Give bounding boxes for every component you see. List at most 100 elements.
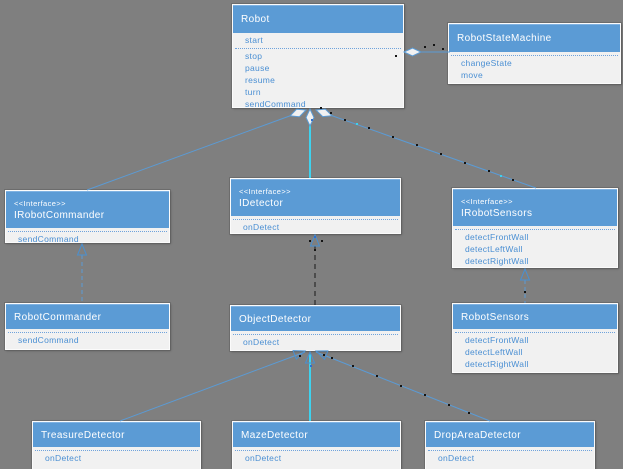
member-label: detectRightWall [465, 256, 529, 266]
class-mazedetector-body: onDetect [233, 447, 400, 464]
member-label: resume [245, 75, 276, 85]
connector-objectdetector-idetector[interactable] [309, 233, 323, 305]
methods-list: onDetect [231, 336, 400, 348]
member-label: onDetect [438, 453, 475, 463]
connector-treasuredetector-objectdetector[interactable] [119, 347, 307, 422]
class-idetector-header: <<Interface>> IDetector [231, 179, 400, 216]
methods-list: detectFrontWall detectLeftWall detectRight… [453, 231, 617, 267]
compartment-separator [235, 48, 401, 49]
class-title: TreasureDetector [41, 429, 125, 441]
class-treasuredetector[interactable]: TreasureDetector onDetect [32, 421, 201, 469]
member-label: detectFrontWall [465, 335, 529, 345]
member-label: onDetect [45, 453, 82, 463]
methods-list: onDetect [231, 221, 400, 233]
class-idetector[interactable]: <<Interface>> IDetector onDetect [230, 178, 401, 234]
class-robotcommander[interactable]: RobotCommander sendCommand [5, 303, 170, 350]
realization-arrow [519, 267, 531, 281]
class-objectdetector-header: ObjectDetector [231, 306, 400, 331]
member-label: sendCommand [18, 234, 79, 244]
member-label: turn [245, 87, 261, 97]
selection-handles [299, 354, 470, 414]
class-title: RobotSensors [461, 311, 530, 323]
class-title: RobotCommander [14, 311, 102, 323]
class-mazedetector[interactable]: MazeDetector onDetect [232, 421, 401, 469]
compartment-separator [233, 219, 398, 220]
compartment-separator [233, 334, 398, 335]
realization-arrow [76, 242, 88, 256]
member-label: move [461, 70, 483, 80]
class-objectdetector-body: onDetect [231, 331, 400, 348]
member-label: start [245, 35, 264, 45]
class-idetector-body: onDetect [231, 216, 400, 233]
member-label: sendCommand [18, 335, 79, 345]
member-label: stop [245, 51, 263, 61]
connector-robot-irobotsensors[interactable] [314, 106, 537, 189]
class-title: RobotStateMachine [457, 33, 552, 44]
methods-list: onDetect [426, 452, 594, 464]
member-label: changeState [461, 58, 513, 68]
connector-robot-idetector[interactable] [305, 107, 315, 178]
class-title: IDetector [239, 198, 284, 209]
aggregation-diamond [402, 47, 423, 57]
member-label: onDetect [245, 453, 282, 463]
class-treasuredetector-header: TreasureDetector [33, 422, 200, 447]
connector-robotcommander-irobotcommander[interactable] [76, 242, 88, 303]
class-dropareadetector-body: onDetect [426, 447, 594, 464]
class-title: IRobotSensors [461, 208, 533, 219]
class-treasuredetector-body: onDetect [33, 447, 200, 464]
class-irobotsensors-header: <<Interface>> IRobotSensors [453, 189, 617, 226]
methods-list: sendCommand [6, 334, 169, 346]
compartment-separator [8, 231, 167, 232]
class-robotstatemachine-body: changeState move [449, 52, 620, 81]
class-objectdetector[interactable]: ObjectDetector onDetect [230, 305, 401, 351]
compartment-separator [455, 332, 615, 333]
class-robotsensors-header: RobotSensors [453, 304, 617, 329]
methods-list: changeState move [449, 57, 620, 81]
methods-list: sendCommand [6, 233, 169, 245]
class-mazedetector-header: MazeDetector [233, 422, 400, 447]
member-label: detectLeftWall [465, 244, 523, 254]
generalization-arrow [304, 350, 316, 364]
class-title: ObjectDetector [239, 313, 312, 325]
class-title: IRobotCommander [14, 210, 105, 221]
member-label: detectFrontWall [465, 232, 529, 242]
compartment-separator [35, 450, 198, 451]
class-irobotsensors-body: detectFrontWall detectLeftWall detectRight… [453, 226, 617, 267]
selection-handles [320, 107, 514, 181]
class-title: Robot [241, 14, 270, 25]
member-label: onDetect [243, 337, 280, 347]
class-irobotcommander-body: sendCommand [6, 228, 169, 245]
attributes-list: start [233, 34, 403, 46]
connector-robotsensors-irobotsensors[interactable] [519, 267, 531, 303]
methods-list: onDetect [233, 452, 400, 464]
class-robotstatemachine[interactable]: RobotStateMachine changeState move [448, 23, 621, 84]
aggregation-diamond [305, 107, 315, 128]
compartment-separator [235, 450, 398, 451]
class-dropareadetector-header: DropAreaDetector [426, 422, 594, 447]
class-stereotype: <<Interface>> [239, 187, 291, 196]
class-irobotcommander-header: <<Interface>> IRobotCommander [6, 191, 169, 228]
compartment-separator [8, 332, 167, 333]
realization-arrow [309, 233, 321, 247]
member-label: sendCommand [245, 99, 306, 109]
class-dropareadetector[interactable]: DropAreaDetector onDetect [425, 421, 595, 469]
class-robot-header: Robot [233, 5, 403, 33]
methods-list: onDetect [33, 452, 200, 464]
member-label: onDetect [243, 222, 280, 232]
class-title: DropAreaDetector [434, 429, 521, 441]
class-robotcommander-header: RobotCommander [6, 304, 169, 329]
class-irobotsensors[interactable]: <<Interface>> IRobotSensors detectFrontW… [452, 188, 618, 268]
compartment-separator [455, 229, 615, 230]
class-robotcommander-body: sendCommand [6, 329, 169, 346]
class-stereotype: <<Interface>> [14, 199, 66, 208]
connector-mazedetector-objectdetector[interactable] [304, 350, 316, 421]
class-stereotype: <<Interface>> [461, 197, 513, 206]
member-label: detectRightWall [465, 359, 529, 369]
class-irobotcommander[interactable]: <<Interface>> IRobotCommander sendComman… [5, 190, 170, 245]
